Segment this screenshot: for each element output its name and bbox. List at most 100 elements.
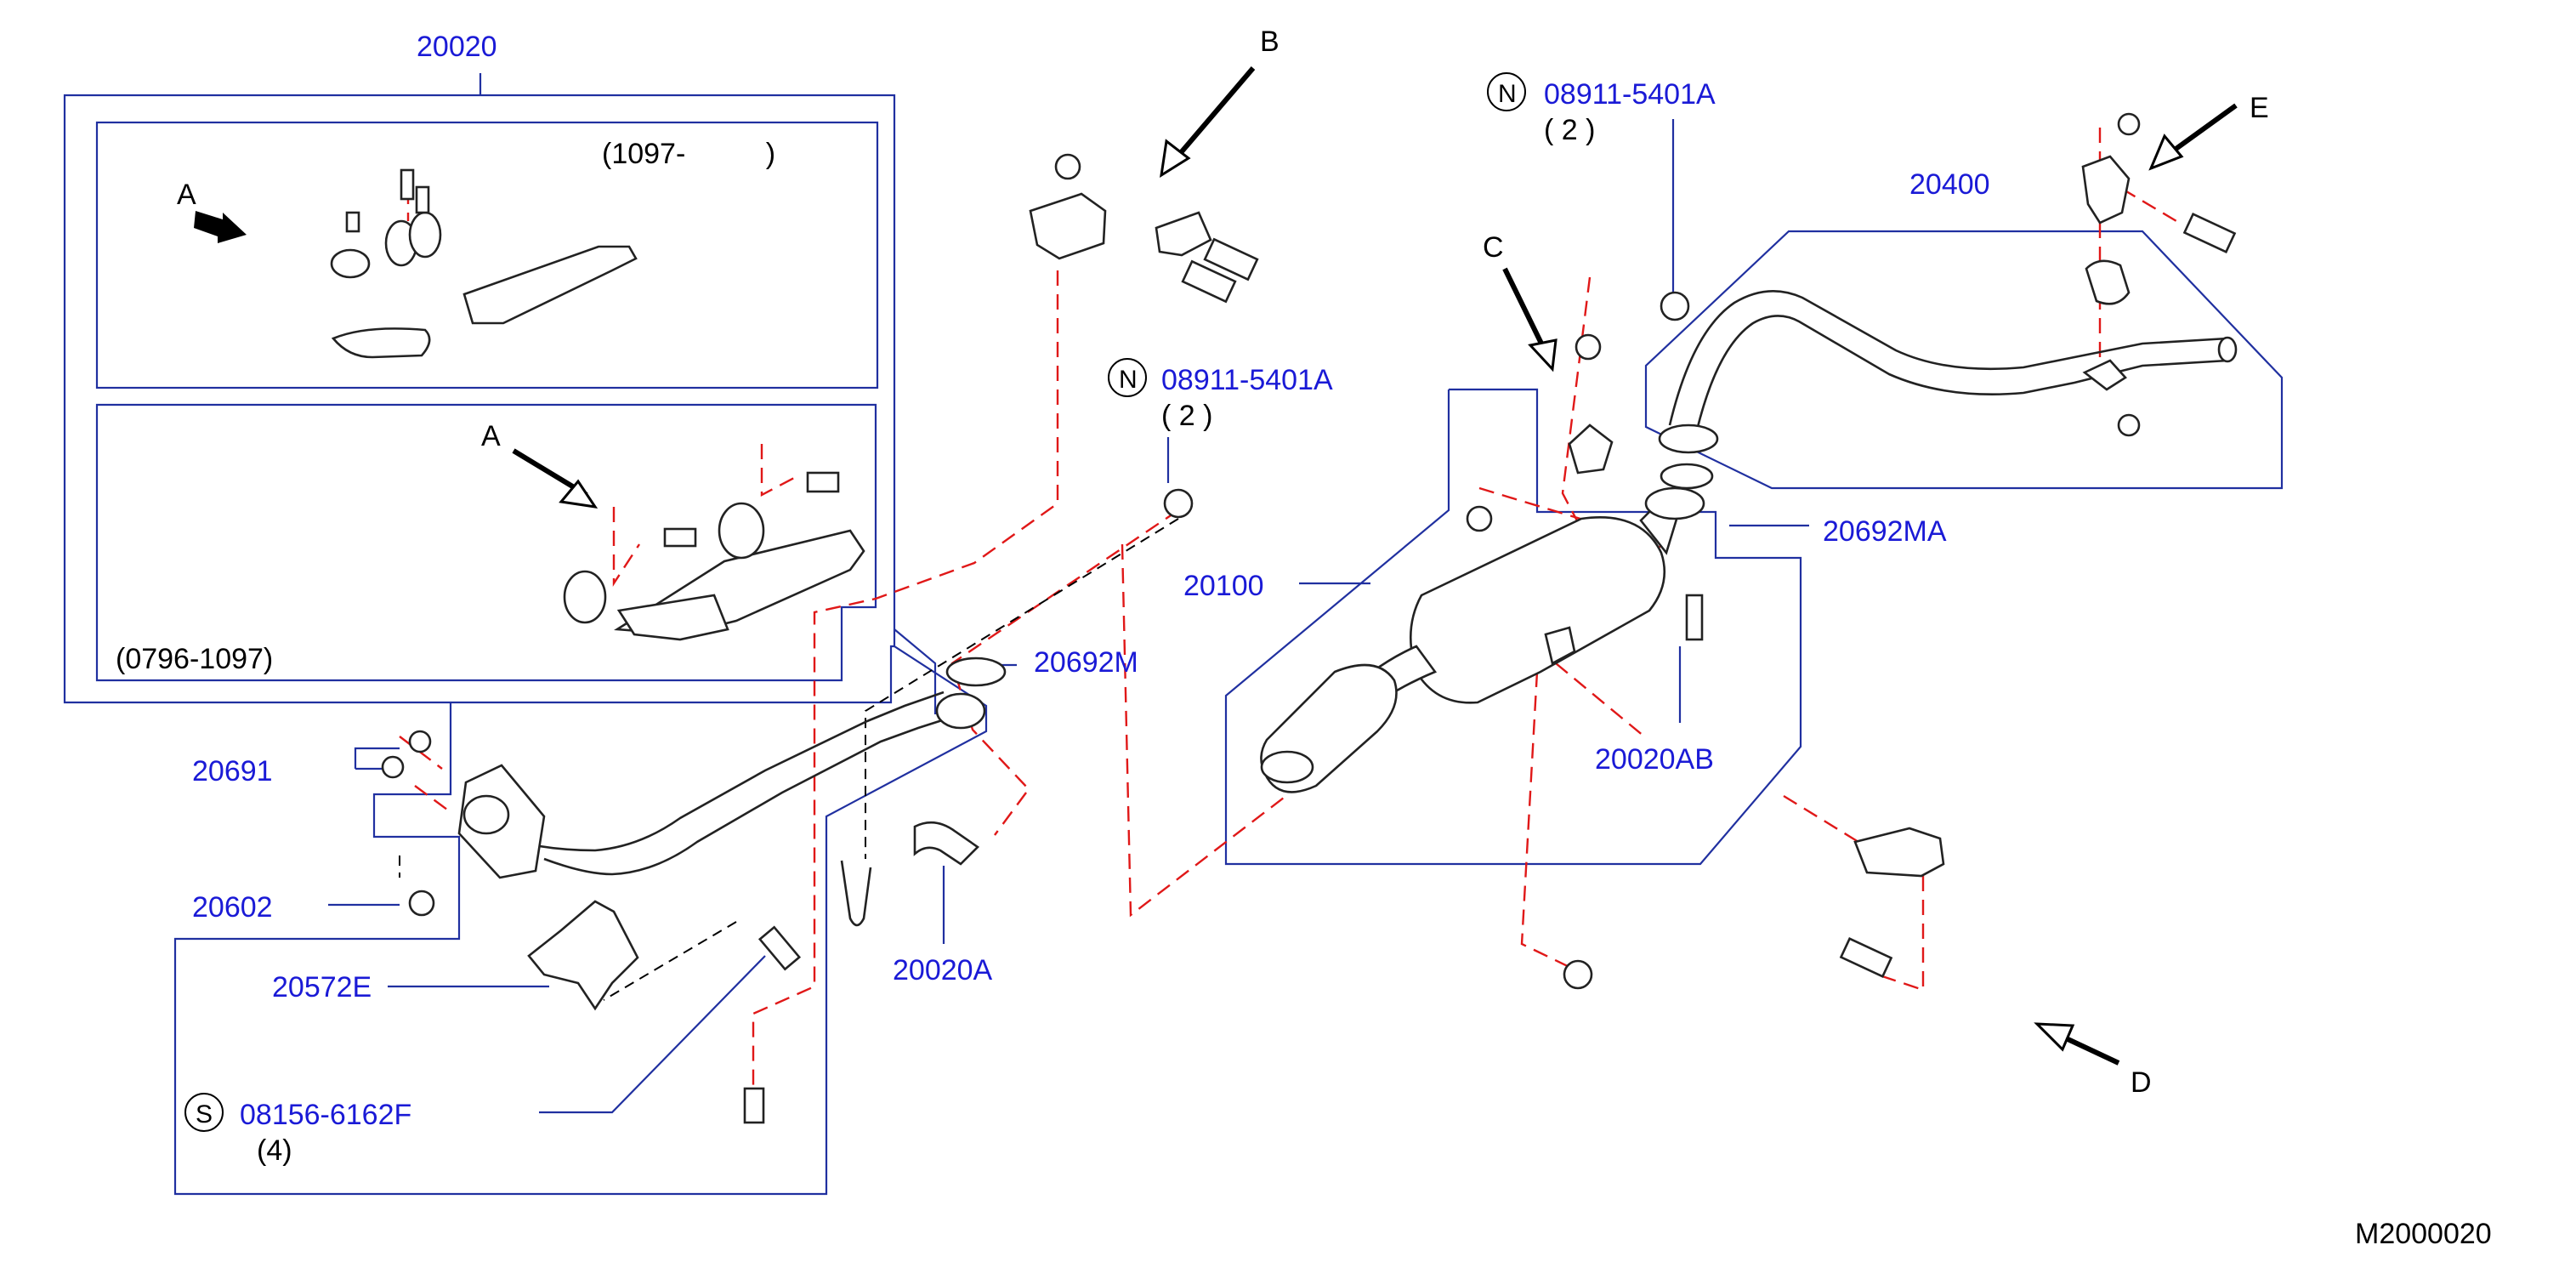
label-20020AB: 20020AB — [1595, 743, 1714, 776]
clamp-old-1 — [718, 502, 765, 560]
hidden-line-bracket-b — [752, 270, 1059, 1097]
dash-line-pipe — [865, 518, 1179, 859]
bolt-e — [2182, 212, 2237, 254]
badge-n-right-icon — [1487, 72, 1526, 111]
label-20692M: 20692M — [1034, 646, 1138, 679]
hidden-line-flange — [950, 509, 1179, 836]
nut-b — [1054, 153, 1081, 180]
badge-n-right-text: N — [1498, 80, 1517, 108]
elbow-pipe-new — [331, 327, 431, 359]
dash-line-heat-shield — [603, 921, 737, 1001]
stud-bolt-08156 — [757, 925, 802, 971]
front-pipe-flange — [935, 692, 986, 730]
nut-bottom — [1563, 959, 1593, 990]
gasket-20691-2 — [381, 755, 405, 779]
hidden-line-bolt-e — [2121, 187, 2177, 223]
frame-front-pipe — [173, 645, 988, 1196]
black-dashed-lines — [399, 518, 1179, 1001]
arrow-e-icon — [2173, 103, 2238, 152]
front-pipe — [518, 691, 962, 876]
clamp-20020A — [913, 821, 980, 866]
frame-tailpipe — [1644, 230, 2284, 490]
badge-n-left-text: N — [1119, 366, 1138, 394]
bolt-old-1 — [663, 527, 697, 548]
diagram-reference-code: M2000020 — [2355, 1218, 2492, 1250]
group-outlines — [63, 73, 2284, 1196]
bolt-08156-lower — [743, 1087, 765, 1124]
hidden-line-bracket-d — [1783, 794, 1925, 992]
clamp-new-3 — [408, 211, 442, 259]
label-20020: 20020 — [417, 31, 497, 63]
bolt-b-1 — [1203, 237, 1259, 281]
tail-pipe-end — [2217, 336, 2238, 363]
muffler-inlet-flange — [1260, 750, 1314, 784]
bracket-b-left — [1029, 192, 1107, 260]
bolt-new-1 — [345, 211, 360, 233]
hidden-line-mid — [1121, 543, 1285, 918]
arrow-e-head-icon — [2148, 134, 2184, 171]
gasket-20692MA — [1644, 486, 1705, 520]
converter-flange — [462, 794, 510, 835]
u-bolt — [840, 860, 872, 927]
arrow-a-upper-icon — [194, 211, 247, 243]
label-range-old: (0796-1097) — [116, 643, 273, 675]
arrow-b-icon — [1171, 66, 1256, 163]
muffler-flange — [1660, 463, 1714, 490]
bolt-new-2 — [400, 168, 415, 201]
frame-muffler — [1224, 388, 1802, 866]
label-range-new: (1097- ) — [602, 138, 775, 170]
hidden-line-bottom-nut — [1520, 671, 1575, 971]
badge-s-text: S — [196, 1100, 213, 1128]
arrow-d-icon — [2063, 1035, 2120, 1066]
bolt-new-3 — [415, 185, 430, 214]
tailpipe-hanger-bracket — [2082, 359, 2127, 391]
arrow-a-lower-head-icon — [559, 479, 599, 509]
view-arrows — [194, 66, 2238, 1066]
label-20400: 20400 — [1909, 168, 1990, 201]
label-view-a-lower: A — [481, 420, 501, 452]
bracket-b-right — [1155, 211, 1212, 257]
elbow-pipe-old — [616, 594, 729, 641]
badges — [184, 72, 1526, 1132]
tail-pipe-flange — [1658, 424, 1719, 454]
parts — [330, 112, 2238, 1124]
nut-08911-left — [1163, 488, 1194, 519]
nut-muffler-top — [1575, 333, 1602, 361]
clamp-old-2 — [563, 570, 607, 624]
frame-old-assembly — [95, 403, 877, 682]
label-20602: 20602 — [192, 891, 273, 924]
hidden-lines — [399, 128, 2177, 1097]
label-08911-right: 08911-5401A — [1544, 78, 1716, 111]
label-20691: 20691 — [192, 755, 273, 787]
frame-new-assembly — [95, 121, 879, 389]
label-08911-left: 08911-5401A — [1161, 364, 1333, 396]
hidden-line-muffler-nut — [1478, 486, 1592, 524]
bolt-20020AB — [1685, 594, 1704, 641]
label-20572E: 20572E — [272, 971, 372, 1003]
hidden-line-muffler-bracket — [1555, 662, 1645, 737]
arrow-c-icon — [1502, 267, 1546, 350]
nut-20602 — [408, 890, 435, 917]
nut-e-bottom — [2117, 413, 2141, 437]
bracket-d — [1853, 827, 1945, 878]
frame-20020 — [63, 73, 896, 704]
hidden-line-clamps — [612, 444, 795, 588]
gasket-20692M — [945, 657, 1007, 687]
hidden-line-muffler-hanger — [1561, 276, 1671, 563]
bolt-d — [1839, 936, 1893, 979]
nut-e-top — [2117, 112, 2141, 136]
bolt-b-2 — [1181, 259, 1237, 304]
label-view-e: E — [2250, 92, 2269, 124]
gasket-20691-1 — [408, 730, 432, 753]
leader-08156 — [539, 955, 766, 1114]
label-08911-left-qty: ( 2 ) — [1161, 400, 1212, 432]
label-20020A: 20020A — [893, 954, 993, 986]
label-08156-qty: (4) — [257, 1134, 292, 1167]
label-view-c: C — [1483, 231, 1504, 264]
arrow-c-head-icon — [1528, 338, 1558, 372]
label-08156: 08156-6162F — [240, 1099, 411, 1131]
arrow-b-head-icon — [1160, 139, 1191, 178]
nut-08911-right — [1660, 291, 1690, 321]
badge-n-left-icon — [1108, 358, 1147, 397]
